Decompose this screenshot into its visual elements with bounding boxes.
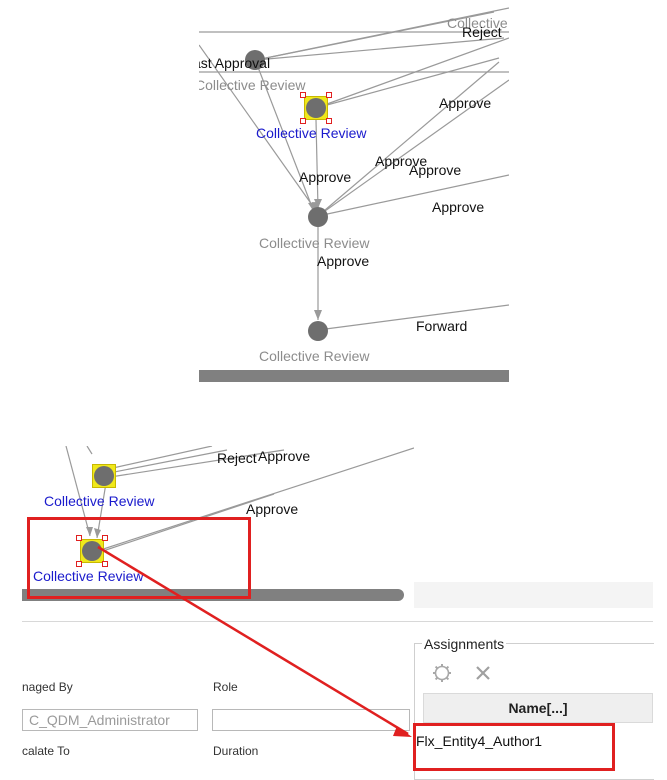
assignment-row-name[interactable]: Flx_Entity4_Author1 bbox=[416, 733, 543, 749]
workflow-node-selected[interactable] bbox=[94, 466, 114, 486]
workflow-node-selected[interactable] bbox=[306, 98, 326, 118]
edge-label: Approve bbox=[317, 253, 370, 269]
edge-label: Collective bbox=[447, 15, 508, 31]
top-diagram-edges bbox=[199, 7, 509, 331]
node-label: Collective Review bbox=[259, 348, 370, 364]
node-label: Collective Review bbox=[259, 235, 370, 251]
top-workflow-diagram[interactable]: ast Approval Collective Review Collectiv… bbox=[199, 0, 509, 382]
resize-handle[interactable] bbox=[300, 92, 306, 98]
assignments-title: Assignments bbox=[422, 636, 507, 652]
edge-label: Approve bbox=[439, 95, 492, 111]
highlight-box-node bbox=[27, 517, 251, 599]
resize-handle[interactable] bbox=[76, 561, 82, 567]
resize-handle[interactable] bbox=[102, 535, 108, 541]
edge-label: Reject bbox=[217, 450, 257, 466]
diagram-scroll-track bbox=[414, 582, 653, 608]
resize-handle[interactable] bbox=[76, 535, 82, 541]
node-label: ast Approval bbox=[199, 55, 271, 71]
edge-label: Reject bbox=[462, 24, 502, 40]
node-label[interactable]: Collective Review bbox=[256, 125, 367, 141]
assignments-name-column-header[interactable]: Name[...] bbox=[423, 693, 653, 723]
edge-label: Approve bbox=[375, 153, 428, 169]
workflow-node[interactable] bbox=[245, 50, 265, 70]
resize-handle[interactable] bbox=[326, 92, 332, 98]
edge-label: Approve bbox=[246, 501, 299, 517]
close-icon[interactable] bbox=[474, 664, 492, 687]
managed-by-label: naged By bbox=[22, 680, 73, 694]
workflow-node[interactable] bbox=[308, 207, 328, 227]
section-divider bbox=[22, 621, 653, 622]
workflow-node[interactable] bbox=[308, 321, 328, 341]
bottom-diagram-edges bbox=[65, 446, 414, 555]
duration-label: Duration bbox=[213, 744, 259, 758]
gear-icon[interactable] bbox=[432, 663, 452, 688]
edge-label: Forward bbox=[416, 318, 468, 334]
horizontal-scrollbar[interactable] bbox=[199, 370, 509, 382]
role-label: Role bbox=[213, 680, 238, 694]
edge-label: Approve bbox=[409, 162, 462, 178]
resize-handle[interactable] bbox=[300, 118, 306, 124]
node-sublabel: Collective Review bbox=[199, 77, 306, 93]
edge-label: Approve bbox=[258, 448, 311, 464]
node-label[interactable]: Collective Review bbox=[44, 493, 155, 509]
workflow-node-selected[interactable] bbox=[82, 541, 102, 561]
role-field[interactable] bbox=[212, 709, 410, 731]
edge-label: Approve bbox=[299, 169, 352, 185]
managed-by-field[interactable]: C_QDM_Administrator bbox=[22, 709, 198, 731]
highlight-box-assignee bbox=[413, 723, 615, 771]
escalate-to-label: calate To bbox=[22, 744, 70, 758]
edge-label: Approve bbox=[432, 199, 485, 215]
resize-handle[interactable] bbox=[326, 118, 332, 124]
